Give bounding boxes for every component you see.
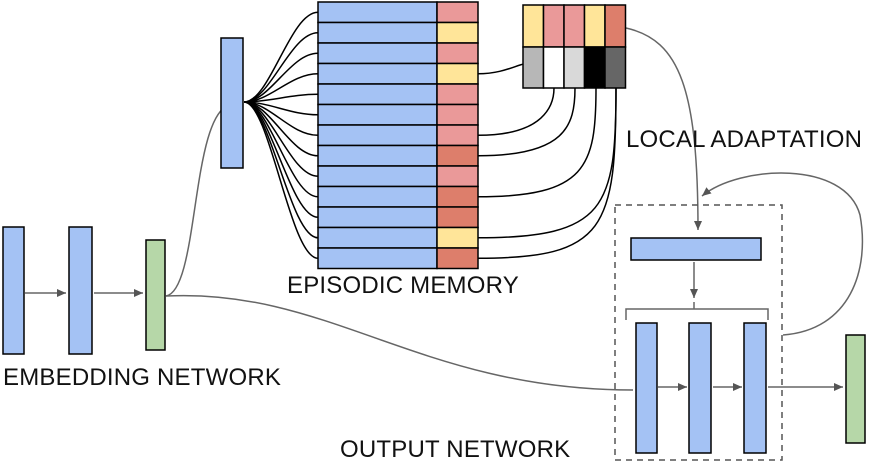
memory-value-slot: [436, 42, 479, 65]
memory-value-link: [477, 87, 555, 137]
memory-value-slot: [436, 21, 479, 44]
output-prediction: [845, 334, 866, 444]
local-adaptation-label: LOCAL ADAPTATION: [626, 126, 863, 153]
output-network-box: [614, 204, 783, 461]
memory-value-slot: [436, 1, 479, 24]
retrieved-value-cell: [583, 4, 606, 48]
memory-value-slot: [436, 226, 479, 249]
retrieved-weight-cell: [522, 46, 545, 89]
embedding-network-label: EMBEDDING NETWORK: [3, 364, 282, 391]
memory-value-slot: [436, 185, 479, 208]
retrieved-weight-cell: [583, 46, 606, 89]
memory-key-slot: [317, 103, 438, 126]
memory-value-slot: [436, 103, 479, 126]
memory-key-link: [243, 11, 319, 103]
memory-key-slot: [317, 206, 438, 229]
output-bracket: [625, 308, 769, 320]
memory-key-slot: [317, 124, 438, 147]
memory-value-link: [477, 87, 617, 260]
memory-key-slot: [317, 1, 438, 24]
retrieved-value-cell: [563, 4, 586, 48]
memory-key-slot: [317, 83, 438, 106]
memory-value-slot: [436, 247, 479, 270]
embedding-layer-2: [68, 226, 93, 355]
memory-value-link: [477, 87, 576, 157]
memory-key-slot: [317, 21, 438, 44]
embedding-to-key-link: [165, 103, 233, 297]
key-vector: [220, 37, 244, 169]
retrieved-value-cell: [542, 4, 565, 48]
local-adaptation-params: [630, 237, 762, 261]
retrieved-weight-cell: [563, 46, 586, 89]
memory-key-slot: [317, 144, 438, 167]
retrieved-weight-cell: [604, 46, 627, 89]
retrieved-value-cell: [522, 4, 545, 48]
memory-key-slot: [317, 185, 438, 208]
embedding-output: [145, 239, 166, 351]
memory-value-slot: [436, 144, 479, 167]
embedding-layer-1: [2, 226, 25, 355]
memory-value-slot: [436, 62, 479, 85]
output-network-label: OUTPUT NETWORK: [340, 436, 571, 463]
memory-value-slot: [436, 206, 479, 229]
memory-key-slot: [317, 226, 438, 249]
retrieved-value-cell: [604, 4, 627, 48]
memory-key-link: [243, 32, 319, 103]
output-layer-3: [743, 322, 767, 454]
output-layer-2: [688, 322, 712, 454]
memory-value-slot: [436, 165, 479, 188]
embedding-to-output-link: [165, 294, 634, 391]
output-layer-1: [635, 322, 658, 454]
memory-value-link: [477, 87, 597, 198]
memory-key-link: [243, 101, 319, 260]
memory-key-link: [243, 101, 319, 239]
memory-key-slot: [317, 62, 438, 85]
memory-key-slot: [317, 165, 438, 188]
memory-value-slot: [436, 83, 479, 106]
memory-key-slot: [317, 42, 438, 65]
retrieved-to-adaptation-link: [625, 27, 702, 231]
feedback-loop-link: [701, 172, 864, 336]
episodic-memory-label: EPISODIC MEMORY: [287, 272, 519, 299]
retrieved-weight-cell: [542, 46, 565, 89]
memory-key-link: [243, 101, 319, 178]
memory-value-slot: [436, 124, 479, 147]
memory-key-slot: [317, 247, 438, 270]
blocks-layer: [2, 1, 866, 454]
